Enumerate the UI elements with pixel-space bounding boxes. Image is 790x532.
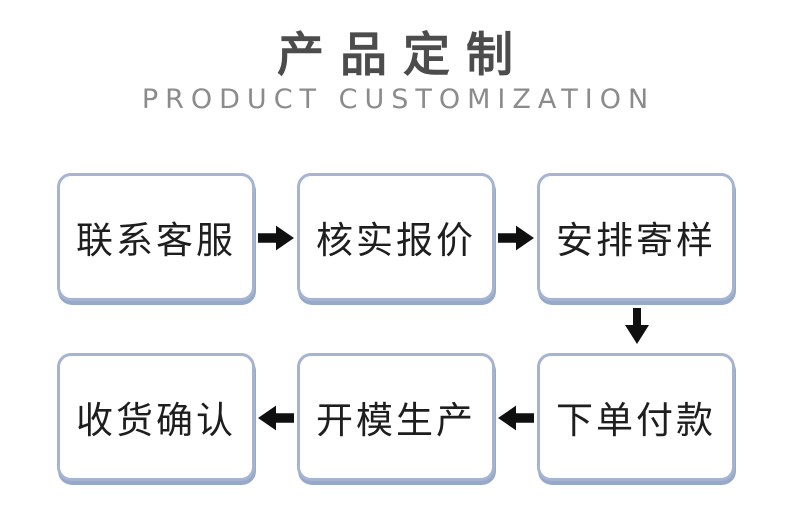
flow-step-contact-service: 联系客服	[57, 173, 255, 301]
flow-step-label: 核实报价	[316, 221, 476, 262]
flow-step-place-order-pay: 下单付款	[537, 353, 735, 481]
flow-step-verify-quote: 核实报价	[297, 173, 495, 301]
flow-step-label: 安排寄样	[556, 221, 716, 262]
flow-step-arrange-sample: 安排寄样	[537, 173, 735, 301]
arrow-right-icon	[258, 225, 294, 251]
page-title: 产品定制	[277, 30, 529, 82]
flow-step-label: 下单付款	[556, 401, 716, 442]
flow-step-label: 联系客服	[76, 221, 236, 262]
page-subtitle: PRODUCT CUSTOMIZATION	[141, 84, 656, 115]
flow-step-label: 开模生产	[316, 401, 476, 442]
arrow-down-icon	[625, 308, 649, 344]
flow-step-confirm-receipt: 收货确认	[57, 353, 255, 481]
arrow-left-icon	[498, 405, 534, 431]
flow-step-label: 收货确认	[76, 401, 236, 442]
flow-step-mold-production: 开模生产	[297, 353, 495, 481]
arrow-left-icon	[258, 405, 294, 431]
arrow-right-icon	[498, 225, 534, 251]
